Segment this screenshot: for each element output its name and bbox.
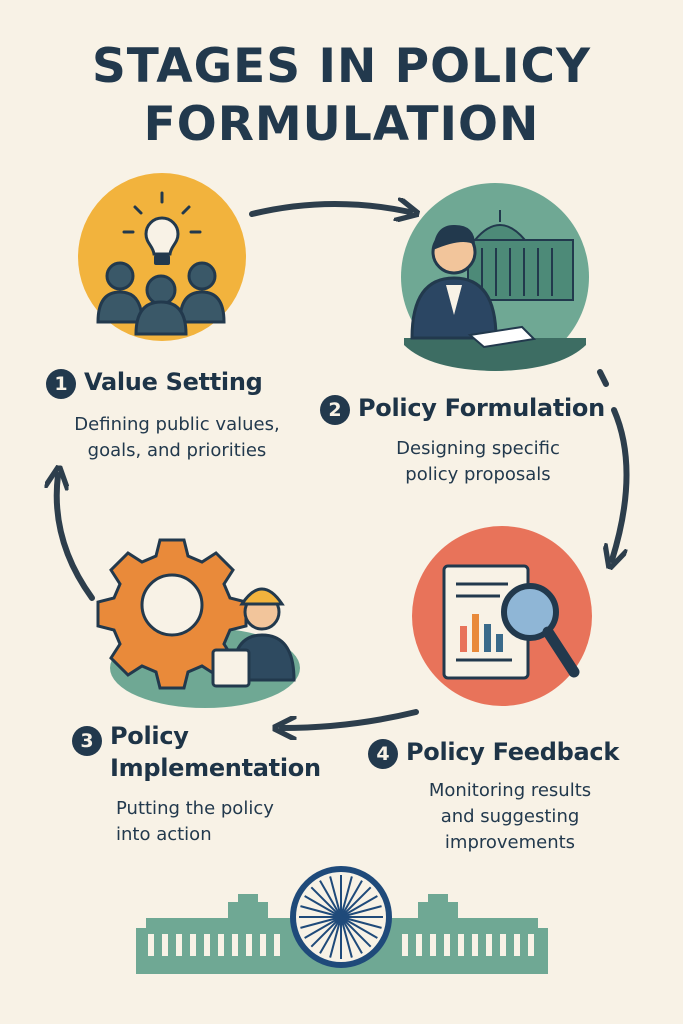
stage-4-title: Policy Feedback [406,738,619,766]
stage-2-desc-line-1: Designing specific [396,438,560,459]
stage-3-desc-line-2: into action [116,824,212,845]
gear-worker-icon [96,538,300,708]
stage-4-desc-line-1: Monitoring results [428,780,592,801]
lightbulb-people-icon [78,173,246,341]
stage-2-title: Policy Formulation [358,394,605,422]
cycle-arrows [57,204,627,728]
stage-2-desc-line-2: policy proposals [405,464,551,485]
stage-1-number-badge: 1 [46,369,76,399]
arrow-2-to-4 [600,369,627,560]
stage-4-desc-line-3: improvements [444,832,576,853]
arrow-1-to-2 [249,204,410,214]
arrow-3-to-1 [57,475,95,601]
report-magnifier-icon [412,526,592,706]
title-line-2: FORMULATION [143,97,540,152]
page-title: STAGES IN POLICY FORMULATION [0,38,683,154]
stage-1-title: Value Setting [84,368,263,396]
official-signing-icon [401,183,589,371]
stage-3-description: Putting the policy into action [116,796,316,848]
stage-3-heading: 3 Policy Implementation [72,720,321,784]
stage-3-title-line-2: Implementation [110,754,321,782]
title-line-1: STAGES IN POLICY [91,39,592,94]
arrow-4-to-3 [282,709,419,728]
stage-1-desc-line-1: Defining public values, [74,414,280,435]
stage-3-title: Policy Implementation [110,720,321,784]
stage-4-description: Monitoring results and suggesting improv… [400,778,620,856]
stage-3-desc-line-1: Putting the policy [116,798,274,819]
stage-1-description: Defining public values, goals, and prior… [52,412,302,464]
stage-4-heading: 4 Policy Feedback [368,736,619,769]
stage-1-desc-line-2: goals, and priorities [87,440,267,461]
stage-2-description: Designing specific policy proposals [368,436,588,488]
ashoka-chakra-icon [290,866,392,968]
stage-2-number-badge: 2 [320,395,350,425]
stage-4-desc-line-2: and suggesting [440,806,580,827]
stage-4-number-badge: 4 [368,739,398,769]
stage-3-title-line-1: Policy [110,722,189,750]
stage-2-heading: 2 Policy Formulation [320,392,605,425]
stage-3-number-badge: 3 [72,726,102,756]
stage-1-heading: 1 Value Setting [46,366,263,399]
